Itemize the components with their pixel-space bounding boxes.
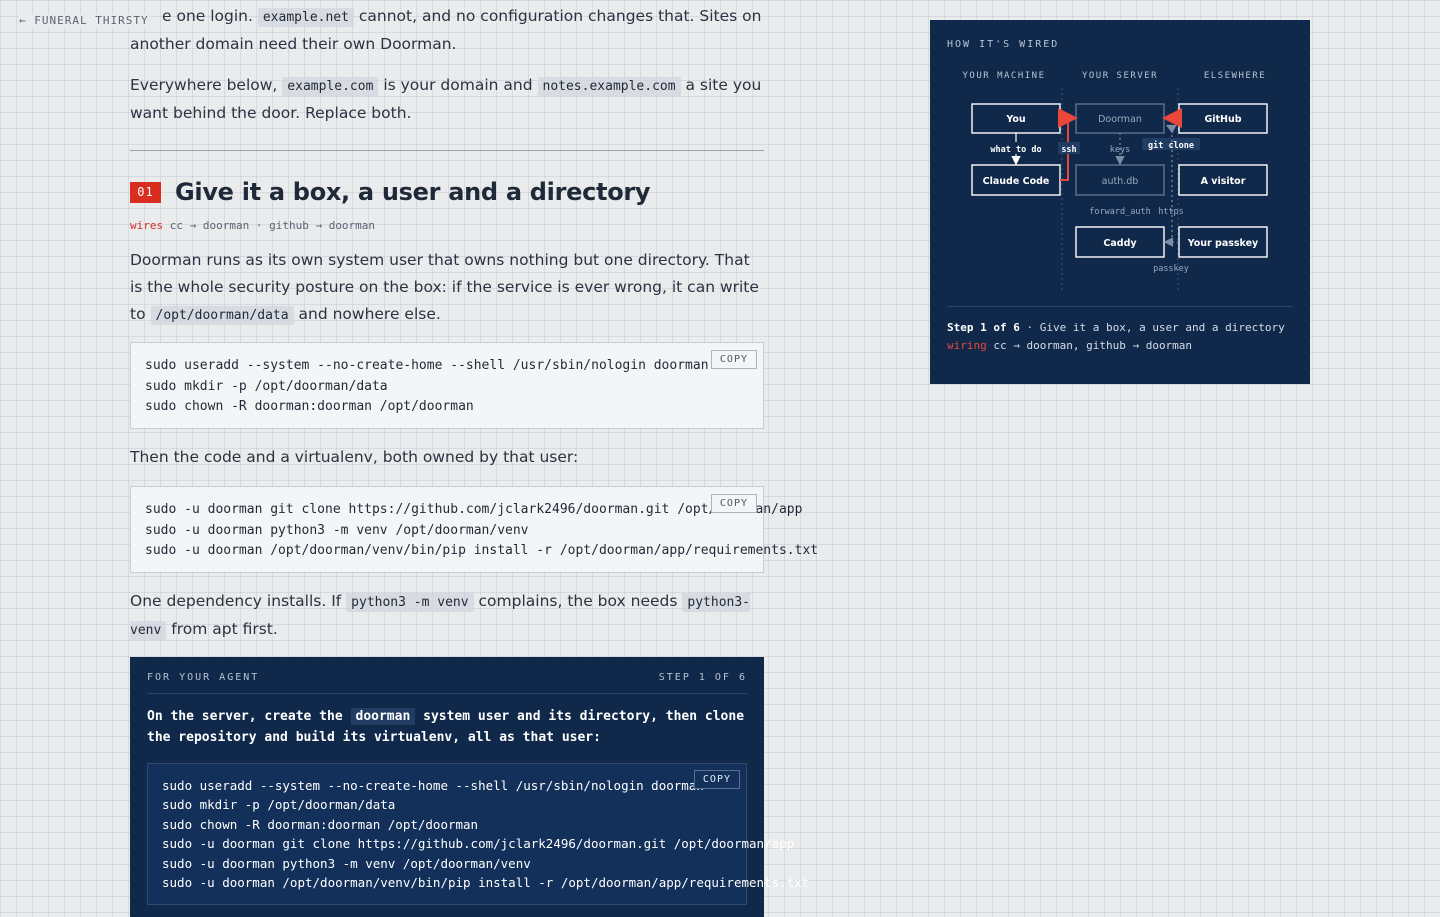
copy-button[interactable]: COPY [693, 770, 740, 789]
node-label-github: GitHub [1204, 114, 1241, 125]
column-label-elsewhere: ELSEWHERE [1204, 71, 1266, 81]
inline-code-data-dir: /opt/doorman/data [150, 306, 294, 325]
inline-code-python-venv: python3 -m venv [346, 593, 474, 612]
agent-box-label: FOR YOUR AGENT [147, 672, 260, 683]
wires-text: cc → doorman · github → doorman [169, 219, 376, 232]
edge-label-bg [1142, 138, 1200, 150]
agent-code-block: sudo useradd --system --no-create-home -… [147, 763, 810, 906]
step-number-badge: 01 [130, 181, 161, 203]
agent-inline-code: doorman [350, 708, 416, 725]
system-user-paragraph: Doorman runs as its own system user that… [130, 247, 764, 329]
node-visitor [1178, 164, 1268, 196]
wired-footer-wiring: wiring cc → doorman, github → doorman [947, 337, 1293, 355]
agent-instructions-box: FOR YOUR AGENT STEP 1 OF 6 On the server… [130, 657, 810, 917]
footer-wiring-label: wiring [947, 338, 987, 352]
agent-box-step: STEP 1 OF 6 [658, 672, 747, 683]
code-line: sudo mkdir -p /opt/doorman/data [162, 797, 396, 813]
copy-button[interactable]: COPY [710, 350, 757, 369]
dependency-text-3: from apt first. [171, 620, 278, 638]
everywhere-paragraph: Everywhere below, example.com is your do… [130, 72, 764, 127]
wires-label: wires [130, 219, 164, 232]
wiring-diagram: YOUR MACHINE YOUR SERVER ELSEWHERE You C… [962, 71, 1268, 292]
footer-step-label: Step 1 of 6 [947, 321, 1020, 334]
node-label-claude-code: Claude Code [983, 176, 1050, 187]
edge-label-git-clone: git clone [1148, 140, 1194, 151]
code-line: sudo chown -R doorman:doorman /opt/doorm… [162, 816, 479, 832]
dependency-text-2: complains, the box needs [478, 592, 678, 610]
edge-label-ssh: ssh [1061, 145, 1076, 155]
back-link[interactable]: ← FUNERAL THIRSTY [19, 14, 149, 27]
code-block-useradd: sudo useradd --system --no-create-home -… [130, 342, 764, 429]
edge-label-bg [1058, 142, 1080, 154]
node-label-doorman: Doorman [1098, 114, 1142, 125]
everywhere-text-1: Everywhere below, [130, 76, 278, 94]
node-label-passkey: Your passkey [1187, 238, 1259, 249]
agent-text-1: On the server, create the [147, 709, 343, 724]
code-line: sudo mkdir -p /opt/doorman/data [145, 378, 388, 394]
column-label-server: YOUR SERVER [1082, 71, 1158, 81]
agent-text-2: system user and its directory, then clon… [147, 709, 745, 745]
inline-code-notes-example-com: notes.example.com [537, 77, 681, 96]
wired-footer-step: Step 1 of 6 · Give it a box, a user and … [947, 319, 1293, 337]
wired-panel-footer: Step 1 of 6 · Give it a box, a user and … [947, 306, 1293, 354]
node-label-caddy: Caddy [1103, 238, 1137, 249]
column-label-machine: YOUR MACHINE [962, 71, 1045, 81]
intro-partial-paragraph: e one login. example.net cannot, and no … [130, 3, 764, 58]
code-line: sudo -u doorman /opt/doorman/venv/bin/pi… [145, 543, 819, 558]
edge-label-forward-auth: forward_auth [1089, 207, 1150, 217]
edge-caddy-to-doorman [1165, 124, 1177, 242]
footer-wiring-text: cc → doorman, github → doorman [993, 338, 1193, 352]
node-label-you: You [1005, 114, 1025, 125]
step-wires-line: wires cc → doorman · github → doorman [130, 219, 375, 232]
how-its-wired-panel: HOW IT'S WIRED YOUR MACHINE YOUR SERVER … [930, 20, 1310, 384]
node-label-visitor: A visitor [1201, 176, 1246, 187]
code-line: sudo useradd --system --no-create-home -… [145, 358, 709, 373]
everywhere-text-2: is your domain and [383, 76, 533, 94]
copy-button[interactable]: COPY [710, 494, 757, 513]
agent-box-header: FOR YOUR AGENT STEP 1 OF 6 [147, 672, 747, 694]
edge-label-passkey: passkey [1153, 264, 1189, 274]
intro-text-1: e one login. [162, 7, 253, 25]
step-heading: 01 Give it a box, a user and a directory [130, 178, 651, 206]
code-line: sudo chown -R doorman:doorman /opt/doorm… [145, 399, 474, 414]
inline-code-example-net: example.net [257, 8, 354, 27]
code-line: sudo -u doorman python3 -m venv /opt/doo… [145, 522, 529, 538]
everywhere-text-3: a site you want behind the door. Replace… [130, 76, 762, 122]
edge-label-https: https [1158, 207, 1184, 217]
edge-label-bg [986, 142, 1046, 154]
footer-step-text: · Give it a box, a user and a directory [1026, 321, 1285, 334]
system-user-text-2: and nowhere else. [298, 305, 441, 323]
dependency-paragraph: One dependency installs. If python3 -m v… [130, 588, 764, 644]
code-block-clone: sudo -u doorman git clone https://github… [130, 486, 819, 573]
step-title: Give it a box, a user and a directory [175, 178, 651, 206]
section-divider [130, 150, 764, 151]
code-line: sudo -u doorman python3 -m venv /opt/doo… [162, 855, 531, 871]
agent-instruction-text: On the server, create the doorman system… [147, 706, 747, 748]
system-user-text-1: Doorman runs as its own system user that… [130, 251, 759, 323]
intro-text-2: cannot, and no configuration changes tha… [130, 7, 762, 53]
code-line: sudo useradd --system --no-create-home -… [162, 778, 704, 793]
node-label-auth-db: auth.db [1102, 176, 1139, 187]
code-line: sudo -u doorman git clone https://github… [162, 836, 795, 852]
edge-label-keys: keys [1110, 145, 1130, 155]
wired-panel-title: HOW IT'S WIRED [947, 39, 1060, 50]
inline-code-example-com: example.com [282, 77, 379, 96]
code-line: sudo -u doorman /opt/doorman/venv/bin/pi… [162, 875, 810, 891]
edge-label-what-to-do: what to do [990, 145, 1041, 155]
code-venv-paragraph: Then the code and a virtualenv, both own… [130, 448, 579, 466]
dependency-text-1: One dependency installs. If [130, 592, 342, 610]
code-line: sudo -u doorman git clone https://github… [145, 502, 803, 517]
